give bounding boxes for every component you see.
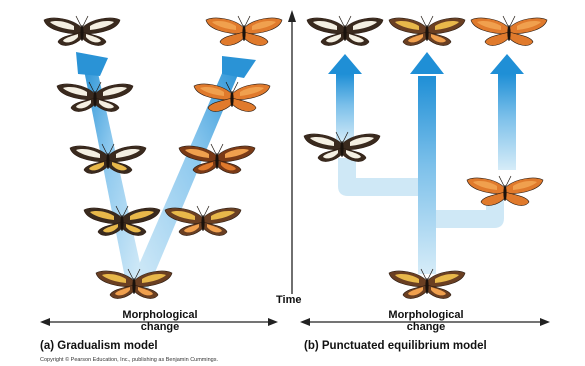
butterfly-b-right-top <box>471 16 547 45</box>
butterfly-a-left-top <box>44 16 120 45</box>
panel-b-axis-label-line2: change <box>378 321 474 333</box>
left-branch-arrow <box>336 74 354 144</box>
panel-b-axis-label-line1: Morphological <box>378 309 474 321</box>
panel-a-axis-label: Morphological change <box>112 309 208 333</box>
panel-a-caption: (a) Gradualism model <box>40 340 158 352</box>
panel-b-axis-label: Morphological change <box>378 309 474 333</box>
panel-a-axis-label-line1: Morphological <box>112 309 208 321</box>
butterfly-b-left-top <box>307 16 383 45</box>
trunk-arrow <box>418 76 436 274</box>
butterfly-a-right-top <box>206 16 282 45</box>
butterfly-b-right-mid <box>467 176 543 205</box>
copyright-notice: Copyright © Pearson Education, Inc., pub… <box>40 357 218 363</box>
panel-a-axis-label-line2: change <box>112 321 208 333</box>
butterflies-layer <box>44 16 547 298</box>
butterfly-b-center-top <box>389 16 465 45</box>
right-branch-arrow <box>498 74 516 170</box>
time-axis <box>288 10 296 294</box>
time-label: Time <box>276 294 301 306</box>
panel-b-caption: (b) Punctuated equilibrium model <box>304 340 487 352</box>
